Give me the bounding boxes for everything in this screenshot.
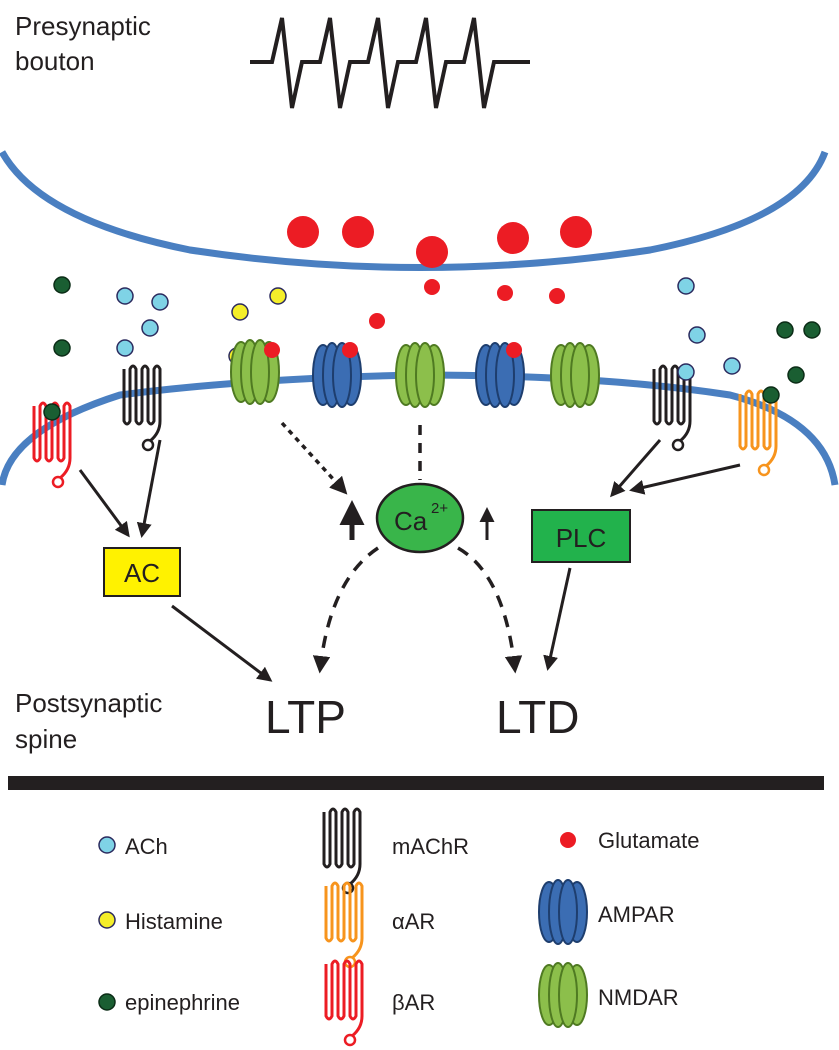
legend-alpha-ar-label: αAR xyxy=(392,909,435,934)
bound-epinephrine-left xyxy=(43,403,61,421)
legend-nmdar-icon xyxy=(538,962,588,1028)
presynaptic-label-line2: bouton xyxy=(15,46,95,76)
legend-beta-ar-label: βAR xyxy=(392,990,435,1015)
arrow-machr-to-plc xyxy=(610,439,662,498)
legend-machr-label: mAChR xyxy=(392,834,469,859)
nmdar-receptor-2 xyxy=(395,342,445,408)
calcium-ellipse xyxy=(375,482,465,554)
legend-histamine-icon xyxy=(98,911,116,929)
legend-ampar-label: AMPAR xyxy=(598,902,675,927)
legend-divider xyxy=(8,776,824,790)
action-potential-train xyxy=(250,17,530,109)
presynaptic-membrane xyxy=(0,150,829,271)
plc-label: PLC xyxy=(556,523,607,553)
legend-alpha-ar-icon xyxy=(324,881,364,969)
legend-beta-ar-icon xyxy=(324,959,364,1047)
nmdar-receptor-3 xyxy=(550,342,600,408)
bound-ach-right xyxy=(677,363,695,381)
bound-glutamate xyxy=(264,342,522,358)
ach-molecules-left xyxy=(116,287,169,357)
arrow-plc-to-ltd xyxy=(543,567,572,671)
legend-ampar-icon xyxy=(538,879,588,945)
arrow-nmdar-to-ca xyxy=(280,421,348,495)
legend-nmdar-label: NMDAR xyxy=(598,985,679,1010)
calcium-label: Ca xyxy=(394,506,428,536)
bound-epinephrine-right xyxy=(762,386,780,404)
machr-receptor-left xyxy=(122,364,162,452)
legend-ach-label: ACh xyxy=(125,834,168,859)
arrow-ca-to-ltp xyxy=(312,546,379,674)
ltp-label: LTP xyxy=(265,691,346,743)
legend-machr-icon xyxy=(322,807,362,895)
legend-histamine-label: Histamine xyxy=(125,909,223,934)
legend-glutamate-icon xyxy=(560,832,576,848)
arrow-ca-to-ltd xyxy=(457,546,523,674)
legend-ach-icon xyxy=(98,836,116,854)
postsynaptic-label-line1: Postsynaptic xyxy=(15,688,162,718)
legend-epinephrine-icon xyxy=(98,993,116,1011)
ach-molecules-right xyxy=(677,277,741,375)
arrow-alpha-ar-to-plc xyxy=(629,463,741,495)
ltd-label: LTD xyxy=(496,691,580,743)
arrow-machr-to-ac xyxy=(136,439,162,538)
arrow-beta-ar-to-ac xyxy=(78,469,130,538)
calcium-charge-label: 2+ xyxy=(431,500,448,517)
postsynaptic-label-line2: spine xyxy=(15,724,77,754)
ac-box xyxy=(103,547,181,597)
glutamate-vesicles xyxy=(287,216,592,268)
epinephrine-molecules-left xyxy=(53,276,71,357)
legend-epinephrine-label: epinephrine xyxy=(125,990,240,1015)
legend-glutamate-label: Glutamate xyxy=(598,828,700,853)
glutamate-molecules xyxy=(369,279,565,329)
plc-box xyxy=(531,509,631,563)
ac-label: AC xyxy=(124,558,160,588)
epinephrine-molecules-right xyxy=(776,321,821,384)
arrow-ac-to-ltp xyxy=(171,604,273,682)
presynaptic-label-line1: Presynaptic xyxy=(15,11,151,41)
